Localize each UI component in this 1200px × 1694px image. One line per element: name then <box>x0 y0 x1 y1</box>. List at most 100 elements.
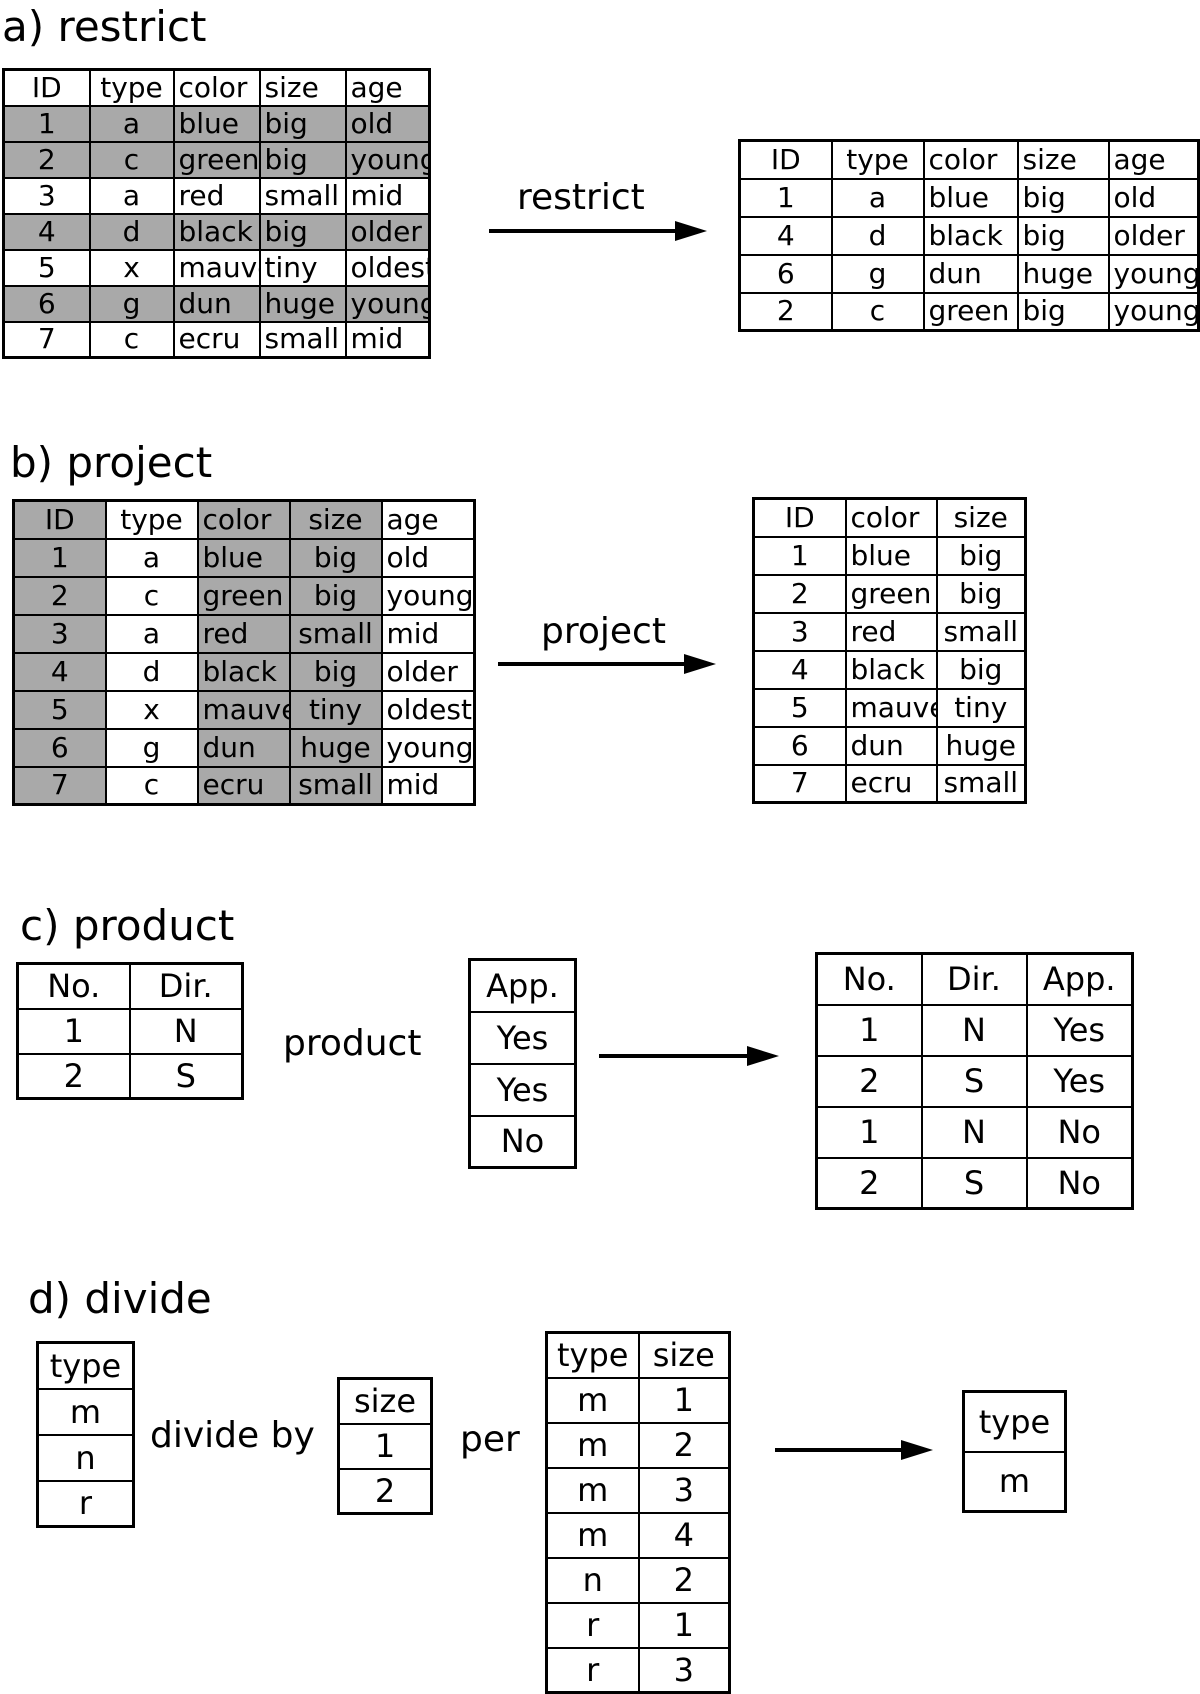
divide-operation-label: divide by <box>150 1415 315 1456</box>
table-cell: c <box>104 575 199 616</box>
column-header: ID <box>752 497 847 538</box>
table-cell: big <box>935 573 1027 614</box>
table-row: m <box>36 1387 135 1436</box>
table-cell: a <box>104 537 199 578</box>
table-cell: No <box>1025 1156 1134 1210</box>
restrict-arrow-icon <box>489 221 707 241</box>
table-cell: red <box>196 613 291 654</box>
table-cell: blue <box>844 535 938 576</box>
table-cell: 2 <box>337 1467 433 1515</box>
table-cell: 2 <box>637 1421 731 1469</box>
table-cell: ecru <box>172 320 261 359</box>
table-cell: big <box>258 104 347 143</box>
table-cell: No <box>468 1114 577 1169</box>
product-heading: c) product <box>20 901 235 950</box>
table-cell: 7 <box>2 320 91 359</box>
table-cell: a <box>88 104 175 143</box>
table-cell: dun <box>922 253 1019 294</box>
table-cell: n <box>36 1433 135 1482</box>
table-cell: tiny <box>935 687 1027 728</box>
table-cell: mid <box>344 176 431 215</box>
table-cell: 1 <box>2 104 91 143</box>
table-cell: 1 <box>637 1601 731 1649</box>
column-header: type <box>962 1390 1067 1453</box>
table-cell: dun <box>196 727 291 768</box>
table-row: Yes <box>468 1062 577 1117</box>
table-cell: d <box>88 212 175 251</box>
table-cell: n <box>545 1556 640 1604</box>
table-cell: oldest <box>380 689 476 730</box>
table-cell: 1 <box>815 1105 923 1159</box>
table-cell: m <box>545 1466 640 1514</box>
table-cell: mauve <box>844 687 938 728</box>
restrict-operation-label: restrict <box>517 177 645 218</box>
table-cell: N <box>920 1105 1028 1159</box>
column-header: type <box>545 1331 640 1379</box>
column-header: ID <box>738 139 833 180</box>
column-header: ID <box>2 68 91 107</box>
table-cell: blue <box>196 537 291 578</box>
table-cell: N <box>920 1003 1028 1057</box>
table-cell: 3 <box>2 176 91 215</box>
table-cell: d <box>830 215 925 256</box>
divide-arrow-icon <box>775 1440 933 1460</box>
table-cell: small <box>288 765 383 806</box>
table-cell: green <box>196 575 291 616</box>
table-row: Yes <box>468 1010 577 1065</box>
column-header: color <box>844 497 938 538</box>
table-cell: 2 <box>738 291 833 332</box>
column-header: age <box>1107 139 1200 180</box>
column-header: color <box>196 499 291 540</box>
table-cell: S <box>920 1156 1028 1210</box>
table-cell: g <box>830 253 925 294</box>
table-cell: black <box>172 212 261 251</box>
table-cell: old <box>380 537 476 578</box>
table-cell: huge <box>1016 253 1110 294</box>
column-header: color <box>172 68 261 107</box>
table-cell: 4 <box>738 215 833 256</box>
table-cell: 6 <box>12 727 107 768</box>
table-cell: small <box>258 176 347 215</box>
table-cell: old <box>1107 177 1200 218</box>
table-cell: big <box>258 140 347 179</box>
table-cell: 6 <box>738 253 833 294</box>
table-cell: big <box>1016 215 1110 256</box>
table-row: n <box>36 1433 135 1482</box>
table-cell: mauve <box>196 689 291 730</box>
table-cell: big <box>288 651 383 692</box>
table-cell: 5 <box>12 689 107 730</box>
table-cell: red <box>172 176 261 215</box>
table-cell: blue <box>922 177 1019 218</box>
table-cell: 2 <box>752 573 847 614</box>
table-cell: 2 <box>16 1052 131 1100</box>
table-cell: d <box>104 651 199 692</box>
table-cell: older <box>380 651 476 692</box>
table-cell: Yes <box>468 1062 577 1117</box>
table-cell: 4 <box>752 649 847 690</box>
table-cell: small <box>258 320 347 359</box>
table-cell: mid <box>380 613 476 654</box>
table-cell: 1 <box>752 535 847 576</box>
table-header-row: type <box>36 1341 135 1390</box>
table-cell: big <box>288 537 383 578</box>
table-cell: Yes <box>1025 1003 1134 1057</box>
table-cell: c <box>88 140 175 179</box>
